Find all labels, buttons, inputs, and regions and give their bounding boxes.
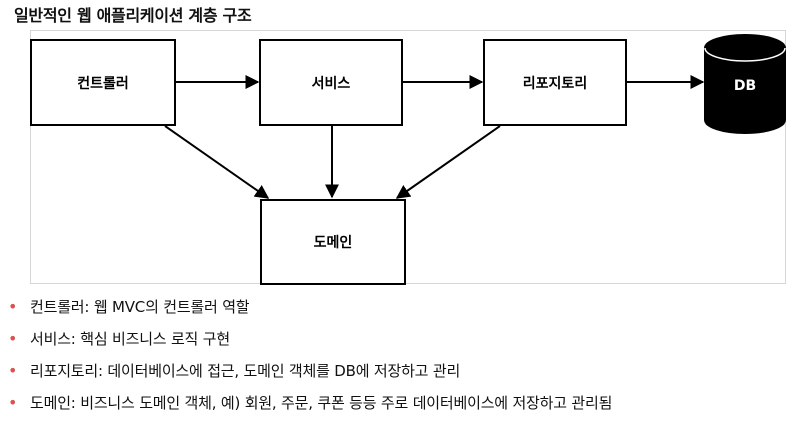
service-node: 서비스 — [259, 39, 403, 126]
controller-node: 컨트롤러 — [30, 39, 176, 126]
arrow-repository-to-domain — [395, 125, 501, 199]
bullet-dot-icon: • — [8, 329, 18, 348]
bullet-dot-icon: • — [8, 393, 18, 412]
layer-description-list: •컨트롤러: 웹 MVC의 컨트롤러 역할 •서비스: 핵심 비즈니스 로직 구… — [8, 291, 612, 419]
repository-node: 리포지토리 — [483, 39, 627, 126]
service-label: 서비스 — [312, 76, 351, 92]
domain-node: 도메인 — [260, 199, 406, 285]
diagram-frame — [30, 30, 786, 284]
list-item: •리포지토리: 데이터베이스에 접근, 도메인 객체를 DB에 저장하고 관리 — [8, 355, 612, 387]
diagram-title: 일반적인 웹 애플리케이션 계층 구조 — [14, 6, 252, 25]
arrow-controller-to-domain — [164, 125, 270, 199]
list-item: •서비스: 핵심 비즈니스 로직 구현 — [8, 323, 612, 355]
db-node: DB — [704, 34, 786, 134]
repository-label: 리포지토리 — [523, 76, 587, 92]
bullet-dot-icon: • — [8, 297, 18, 316]
list-item: •도메인: 비즈니스 도메인 객체, 예) 회원, 주문, 쿠폰 등등 주로 데… — [8, 387, 612, 419]
bullet-dot-icon: • — [8, 361, 18, 380]
controller-label: 컨트롤러 — [77, 75, 129, 92]
db-label: DB — [734, 78, 756, 94]
layer-diagram: 컨트롤러 서비스 리포지토리 도메인 DB — [30, 34, 786, 285]
domain-label: 도메인 — [314, 234, 353, 251]
list-item: •컨트롤러: 웹 MVC의 컨트롤러 역할 — [8, 291, 612, 323]
